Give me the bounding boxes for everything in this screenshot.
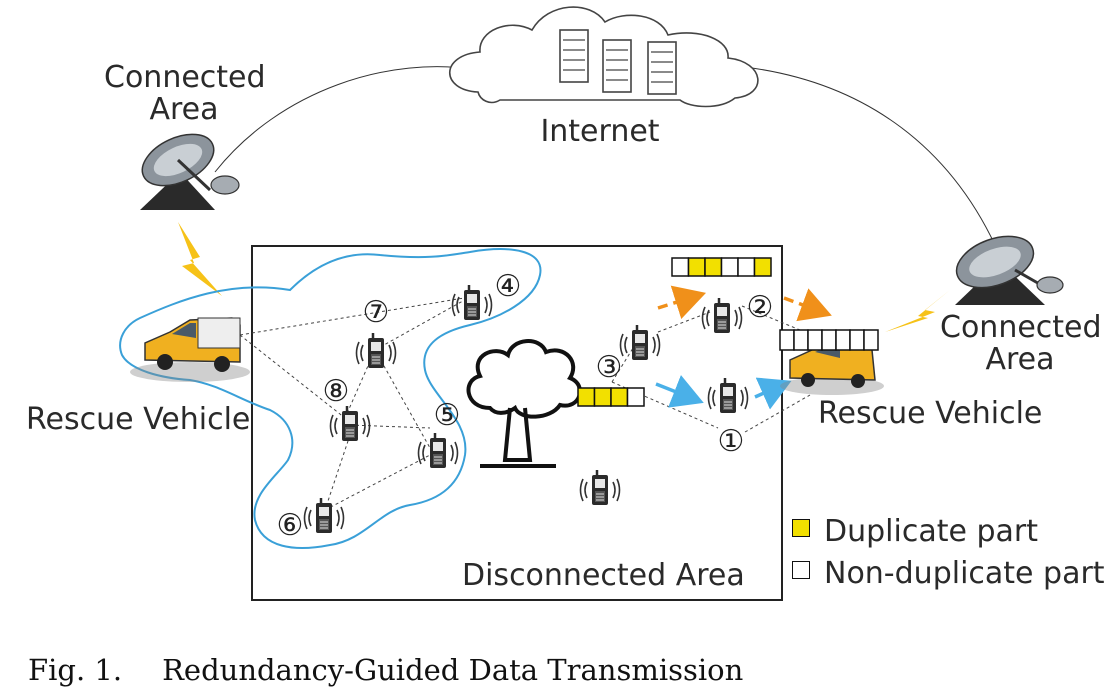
- satellite-dish-right-icon: [955, 235, 1064, 305]
- blue-arrow: [754, 377, 792, 410]
- node-label-1: ①: [718, 424, 745, 459]
- satellite-dish-left-icon: [140, 133, 240, 210]
- orange-arrow: [657, 285, 707, 320]
- duplicate-cell: [610, 387, 629, 407]
- data-buffer-middle: [577, 387, 645, 407]
- phone-icon: [579, 468, 621, 507]
- disconnected-area-box: [251, 245, 783, 601]
- node-label-3: ③: [596, 350, 623, 385]
- figure-caption-text: Redundancy-Guided Data Transmission: [162, 653, 744, 687]
- non-duplicate-cell: [807, 329, 823, 351]
- internet-link-left: [214, 66, 479, 173]
- rescue-vehicle-left-label: Rescue Vehicle: [26, 402, 251, 437]
- figure-caption: Fig. 1. Redundancy-Guided Data Transmissi…: [28, 653, 743, 687]
- non-duplicate-cell: [720, 257, 739, 277]
- legend-duplicate: Duplicate part: [792, 514, 1038, 549]
- server-icon: [559, 29, 677, 95]
- internet-label: Internet: [540, 114, 660, 149]
- blue-arrow: [655, 375, 704, 408]
- lightning-left-icon: [178, 222, 222, 296]
- non-duplicate-cell: [793, 329, 809, 351]
- data-buffer-top: [671, 257, 772, 277]
- connected-area-left-label: Connected Area: [104, 60, 266, 127]
- phone-icon: [701, 296, 743, 335]
- non-duplicate-cell: [737, 257, 756, 277]
- node-label-8: ⑧: [323, 374, 350, 409]
- node-label-7: ⑦: [363, 295, 390, 330]
- non-duplicate-cell: [863, 329, 879, 351]
- node-label-2: ②: [747, 290, 774, 325]
- network-boundary: [119, 248, 542, 549]
- non-duplicate-cell: [835, 329, 851, 351]
- non-duplicate-cell: [626, 387, 645, 407]
- explosion-icon: [466, 339, 582, 468]
- rescue-vehicle-left-icon: [130, 317, 250, 382]
- legend-non-duplicate: Non-duplicate part: [792, 556, 1105, 591]
- legend-non-duplicate-text: Non-duplicate part: [824, 556, 1105, 591]
- duplicate-cell: [704, 257, 723, 277]
- data-buffer-vehicle: [779, 329, 879, 351]
- node-label-4: ④: [495, 269, 522, 304]
- connection-lines: [239, 296, 811, 511]
- duplicate-cell: [753, 257, 772, 277]
- node-label-5: ⑤: [434, 398, 461, 433]
- internet-link-right: [751, 67, 996, 246]
- legend-duplicate-text: Duplicate part: [824, 514, 1038, 549]
- duplicate-cell: [577, 387, 596, 407]
- phone-icon: [417, 431, 459, 470]
- legend-non-duplicate-swatch: [792, 561, 810, 579]
- phone-icon: [707, 376, 749, 415]
- duplicate-cell: [593, 387, 612, 407]
- rescue-vehicle-right-label: Rescue Vehicle: [818, 396, 1043, 431]
- phone-icon: [355, 331, 397, 370]
- phone-icon: [619, 323, 661, 362]
- duplicate-cell: [687, 257, 706, 277]
- non-duplicate-cell: [821, 329, 837, 351]
- connected-area-right-label: Connected Area: [940, 310, 1102, 377]
- phone-icon: [451, 283, 493, 322]
- orange-arrow: [783, 288, 832, 322]
- non-duplicate-cell: [849, 329, 865, 351]
- node-label-6: ⑥: [277, 508, 304, 543]
- non-duplicate-cell: [779, 329, 795, 351]
- figure-number: Fig. 1.: [28, 653, 123, 687]
- legend-duplicate-swatch: [792, 519, 810, 537]
- disconnected-area-label: Disconnected Area: [462, 558, 745, 593]
- non-duplicate-cell: [671, 257, 690, 277]
